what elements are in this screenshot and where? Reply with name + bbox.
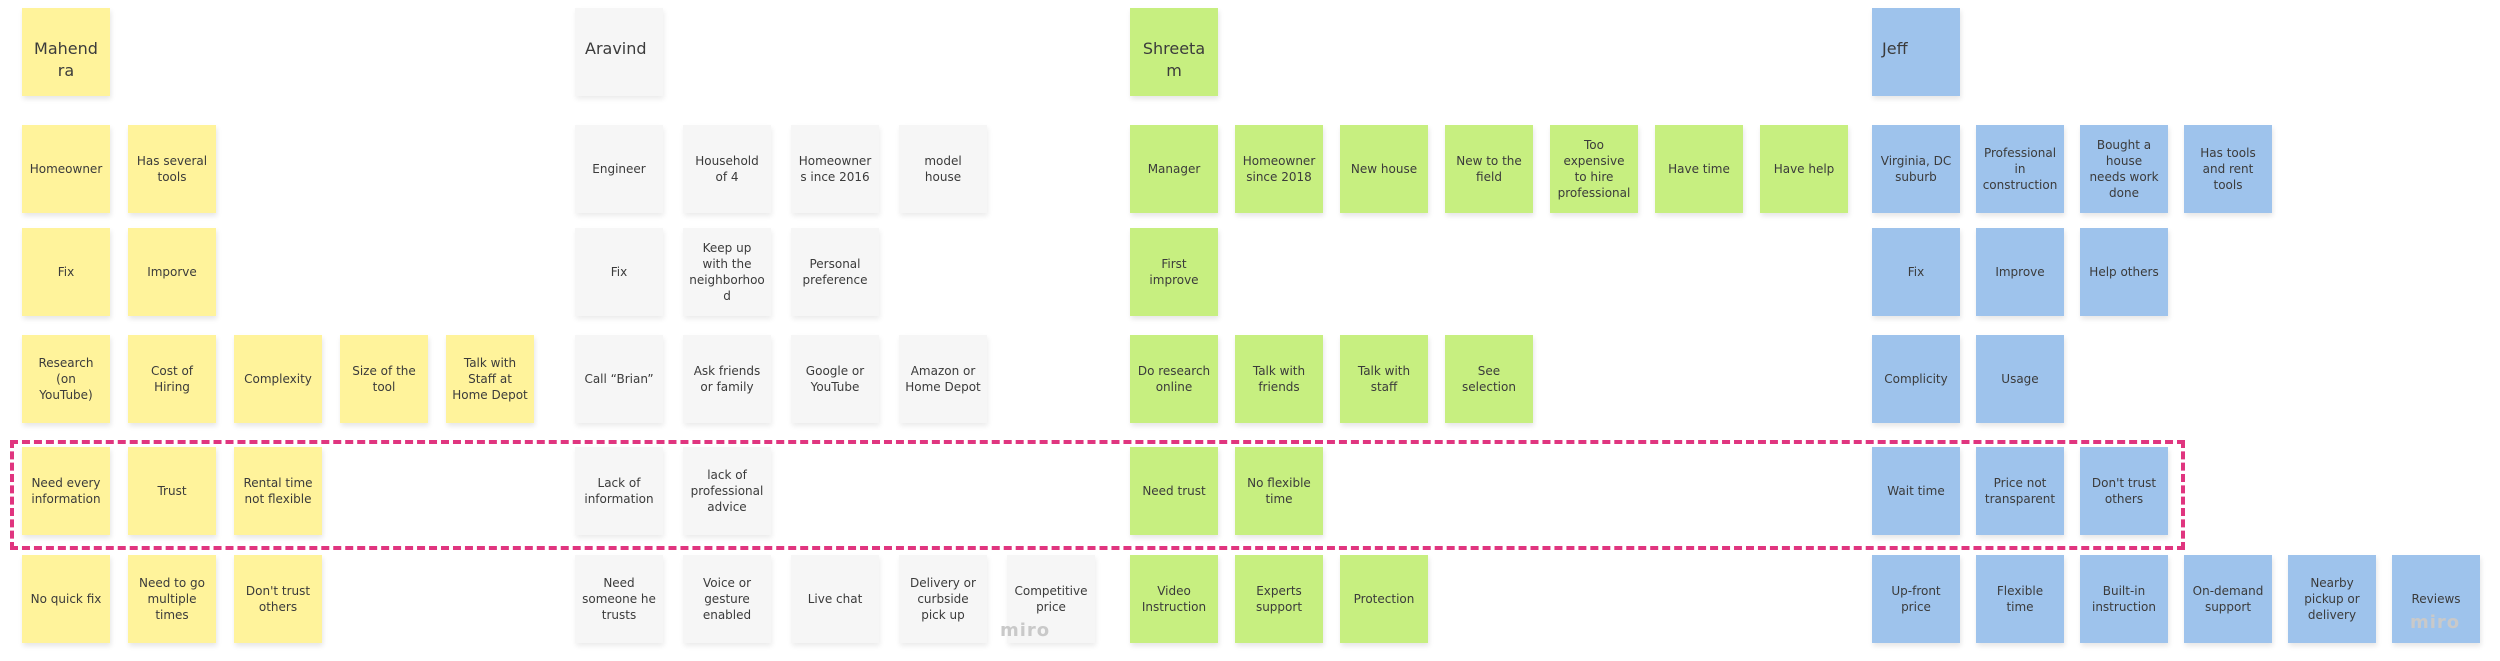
sticky-note[interactable]: Professional in construction	[1976, 125, 2064, 213]
sticky-note[interactable]: Don't trust others	[234, 555, 322, 643]
persona-header-aravind[interactable]: Aravind	[575, 8, 663, 96]
sticky-note[interactable]: Too expensive to hire professional	[1550, 125, 1638, 213]
sticky-note[interactable]: Personal preference	[791, 228, 879, 316]
sticky-note[interactable]: Up-front price	[1872, 555, 1960, 643]
sticky-note[interactable]: Talk with staff	[1340, 335, 1428, 423]
sticky-note[interactable]: Flexible time	[1976, 555, 2064, 643]
sticky-note[interactable]: Fix	[1872, 228, 1960, 316]
sticky-note[interactable]: Keep up with the neighborhoo d	[683, 228, 771, 316]
sticky-note[interactable]: Fix	[22, 228, 110, 316]
sticky-note[interactable]: Video Instruction	[1130, 555, 1218, 643]
sticky-note[interactable]: On-demand support	[2184, 555, 2272, 643]
persona-header-mahendra[interactable]: Mahendra	[22, 8, 110, 96]
sticky-note[interactable]: Homeowner	[22, 125, 110, 213]
sticky-note[interactable]: Bought a house needs work done	[2080, 125, 2168, 213]
sticky-note[interactable]: Call “Brian”	[575, 335, 663, 423]
sticky-note[interactable]: Has several tools	[128, 125, 216, 213]
sticky-note[interactable]: Voice or gesture enabled	[683, 555, 771, 643]
sticky-note[interactable]: Talk with friends	[1235, 335, 1323, 423]
sticky-note[interactable]: model house	[899, 125, 987, 213]
sticky-note[interactable]: Reviews	[2392, 555, 2480, 643]
sticky-note[interactable]: Talk with Staff at Home Depot	[446, 335, 534, 423]
sticky-note[interactable]: Need to go multiple times	[128, 555, 216, 643]
sticky-note[interactable]: Homeowner since 2018	[1235, 125, 1323, 213]
miro-watermark: miro	[1000, 620, 1051, 641]
sticky-note[interactable]: Protection	[1340, 555, 1428, 643]
sticky-note[interactable]: Do research online	[1130, 335, 1218, 423]
sticky-note[interactable]: lack of professional advice	[683, 447, 771, 535]
sticky-note[interactable]: Fix	[575, 228, 663, 316]
sticky-note[interactable]: Don't trust others	[2080, 447, 2168, 535]
sticky-note[interactable]: New house	[1340, 125, 1428, 213]
sticky-note[interactable]: Help others	[2080, 228, 2168, 316]
sticky-note[interactable]: Ask friends or family	[683, 335, 771, 423]
sticky-note[interactable]: Research (on YouTube)	[22, 335, 110, 423]
sticky-note[interactable]: Manager	[1130, 125, 1218, 213]
miro-watermark: miro	[2410, 612, 2461, 633]
sticky-note[interactable]: Price not transparent	[1976, 447, 2064, 535]
sticky-note[interactable]: Built-in instruction	[2080, 555, 2168, 643]
sticky-note[interactable]: Improve	[1976, 228, 2064, 316]
sticky-note[interactable]: Google or YouTube	[791, 335, 879, 423]
sticky-note[interactable]: Engineer	[575, 125, 663, 213]
sticky-note[interactable]: Virginia, DC suburb	[1872, 125, 1960, 213]
sticky-note[interactable]: Usage	[1976, 335, 2064, 423]
sticky-note[interactable]: Has tools and rent tools	[2184, 125, 2272, 213]
sticky-note[interactable]: Lack of information	[575, 447, 663, 535]
sticky-note[interactable]: Competitive price	[1007, 555, 1095, 643]
sticky-note[interactable]: Complexity	[234, 335, 322, 423]
sticky-note[interactable]: Size of the tool	[340, 335, 428, 423]
sticky-note[interactable]: Rental time not flexible	[234, 447, 322, 535]
sticky-note[interactable]: Need every information	[22, 447, 110, 535]
sticky-note[interactable]: No quick fix	[22, 555, 110, 643]
sticky-note[interactable]: Cost of Hiring	[128, 335, 216, 423]
sticky-note[interactable]: Delivery or curbside pick up	[899, 555, 987, 643]
sticky-note[interactable]: Have time	[1655, 125, 1743, 213]
sticky-note[interactable]: Trust	[128, 447, 216, 535]
sticky-note[interactable]: New to the field	[1445, 125, 1533, 213]
sticky-note[interactable]: Need someone he trusts	[575, 555, 663, 643]
sticky-note[interactable]: Need trust	[1130, 447, 1218, 535]
sticky-note[interactable]: Imporve	[128, 228, 216, 316]
sticky-note[interactable]: Homeowner s ince 2016	[791, 125, 879, 213]
sticky-note[interactable]: Experts support	[1235, 555, 1323, 643]
sticky-note[interactable]: Amazon or Home Depot	[899, 335, 987, 423]
sticky-note[interactable]: Wait time	[1872, 447, 1960, 535]
persona-header-shreetam[interactable]: Shreetam	[1130, 8, 1218, 96]
sticky-note[interactable]: No flexible time	[1235, 447, 1323, 535]
highlight-box-pain-points	[10, 440, 2185, 550]
sticky-note[interactable]: Nearby pickup or delivery	[2288, 555, 2376, 643]
persona-header-jeff[interactable]: Jeff	[1872, 8, 1960, 96]
sticky-note[interactable]: See selection	[1445, 335, 1533, 423]
sticky-note[interactable]: Complicity	[1872, 335, 1960, 423]
sticky-note[interactable]: Live chat	[791, 555, 879, 643]
sticky-note[interactable]: Have help	[1760, 125, 1848, 213]
sticky-note[interactable]: Household of 4	[683, 125, 771, 213]
sticky-note[interactable]: First improve	[1130, 228, 1218, 316]
